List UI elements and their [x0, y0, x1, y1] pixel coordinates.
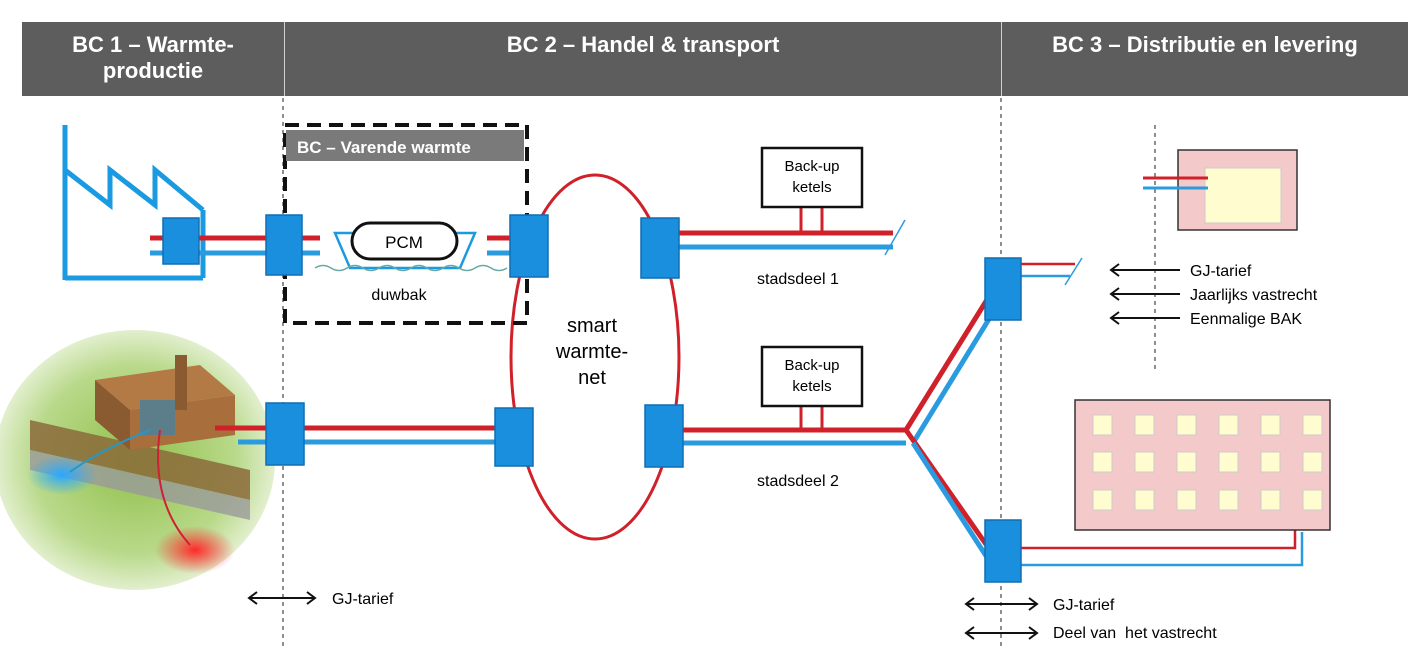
varende-warmte-title-bg [286, 130, 524, 161]
header-separator-2 [1001, 22, 1002, 96]
apartment-window [1302, 451, 1323, 473]
node-apartment-substation [984, 519, 1022, 583]
header-separator-1 [284, 22, 285, 96]
node-boundary-top [265, 214, 303, 276]
stadsdeel-1-label: stadsdeel 1 [757, 271, 839, 288]
node-net-out-bottom [644, 404, 684, 468]
apartment-window [1092, 414, 1113, 436]
header-bc2: BC 2 – Handel & transport [506, 32, 780, 57]
apartment-window [1092, 451, 1113, 473]
apartment-window [1218, 414, 1239, 436]
backup-boiler-bottom [760, 345, 864, 408]
tariff-bottom-2: Deel van het vastrecht [1053, 625, 1217, 642]
smart-heat-net-ring [509, 173, 681, 541]
pcm-barge: PCM [314, 221, 508, 272]
apartment-window [1176, 414, 1197, 436]
tariff-house-3: Eenmalige BAK [1190, 311, 1302, 328]
apartment-window [1260, 489, 1281, 511]
apartment-window [1218, 489, 1239, 511]
smart-net-line2: warmte- [555, 341, 628, 363]
apartment-window [1134, 414, 1155, 436]
apartment-building [1074, 399, 1331, 531]
arrows-house-tariffs [1109, 263, 1180, 325]
duwbak-label: duwbak [371, 287, 427, 304]
pcm-label: PCM [385, 233, 423, 252]
heat-exchanger-nodes [162, 214, 1022, 583]
smart-net-line3: net [578, 367, 606, 389]
apartment-window [1134, 451, 1155, 473]
pcm-container [350, 221, 459, 261]
apartment-window [1260, 414, 1281, 436]
pipe-stadsdeel-1 [660, 206, 906, 256]
header-bc1: BC 1 – Warmte- productie [72, 32, 234, 83]
varende-warmte-title: BC – Varende warmte [297, 138, 471, 157]
apartment-window [1176, 451, 1197, 473]
tariff-left-label: GJ-tarief [332, 591, 394, 608]
backup-boiler-bottom-line1: Back-up [784, 357, 839, 374]
stadsdeel-2-label: stadsdeel 2 [757, 473, 839, 490]
apartment-window [1134, 489, 1155, 511]
apartment-window [1302, 414, 1323, 436]
backup-boiler-top [760, 146, 864, 209]
backup-boiler-top-line1: Back-up [784, 158, 839, 175]
header-bc3: BC 3 – Distributie en levering [1052, 32, 1358, 57]
backup-boiler-bottom-line2: ketels [792, 378, 831, 395]
node-house-substation [984, 257, 1022, 321]
apartment-window [1176, 489, 1197, 511]
tariff-house-2: Jaarlijks vastrecht [1190, 287, 1318, 304]
factory-icon [62, 125, 206, 281]
header-band [22, 22, 1408, 96]
apartment-window [1218, 451, 1239, 473]
apartment-window [1092, 489, 1113, 511]
geothermal-plant-illustration [0, 330, 275, 590]
double-arrow-left [247, 591, 317, 605]
node-net-out-top [640, 217, 680, 279]
pipe-stadsdeel-2 [660, 280, 1008, 564]
tariff-house-1: GJ-tarief [1190, 263, 1252, 280]
node-boundary-bottom [265, 402, 305, 466]
backup-boiler-top-line2: ketels [792, 179, 831, 196]
house-building [1143, 149, 1298, 231]
node-factory [162, 217, 200, 265]
double-arrows-bottom [964, 597, 1039, 640]
tariff-bottom-1: GJ-tarief [1053, 597, 1115, 614]
smart-net-line1: smart [567, 315, 617, 337]
pipe-to-apartment [1012, 530, 1304, 567]
apartment-window [1260, 451, 1281, 473]
apartment-window [1302, 489, 1323, 511]
node-net-in-bottom [494, 407, 534, 467]
node-barge-out [509, 214, 549, 278]
